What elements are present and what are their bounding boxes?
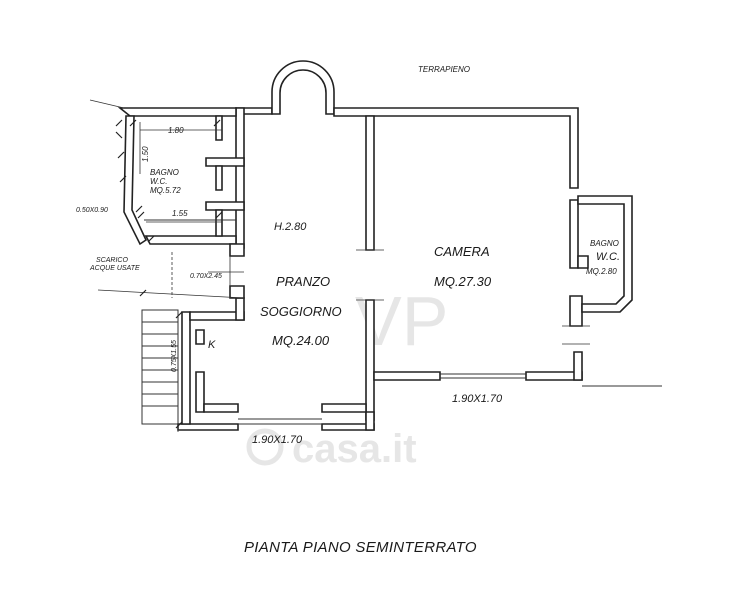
wall-bagno1-mid — [215, 165, 223, 191]
pranzo-area-label: MQ.24.00 — [272, 333, 330, 348]
labels: TERRAPIENO 1.80 1.50 BAGNO W.C. MQ.5.72 … — [76, 65, 620, 556]
wall-top-right — [333, 107, 579, 189]
wall-k-jamb2 — [195, 371, 205, 413]
wall-right-mid — [569, 295, 583, 327]
dim-leader-top — [89, 99, 125, 109]
walls — [117, 60, 633, 431]
wall-bagno1-stub-top — [215, 115, 223, 141]
dim-050-label: 0.50X0.90 — [76, 207, 108, 214]
wall-bagno1-curve — [123, 115, 148, 246]
wall-partition-upper — [365, 115, 375, 251]
wall-bagno1-mid-top — [205, 157, 245, 167]
scarico-label-1: SCARICO — [96, 257, 128, 264]
wall-right-upper — [569, 199, 579, 269]
camera-area-label: MQ.27.30 — [434, 274, 492, 289]
wall-bagno1-stub-bottom — [215, 209, 223, 237]
bagno1-name: BAGNO — [150, 168, 179, 177]
stairs — [141, 309, 179, 432]
wall-arch — [271, 60, 335, 115]
k-label: K — [208, 339, 216, 351]
stair-dim-label: 0.75X1.55 — [171, 340, 178, 372]
wall-living-door-bottom — [229, 285, 245, 299]
wall-partition-lower — [365, 299, 375, 421]
wall-pranzo-bottom-left — [177, 423, 239, 431]
dim-155-label: 1.55 — [172, 209, 188, 218]
wall-bagno1-top — [117, 107, 237, 117]
watermark-text: casa.it — [292, 427, 417, 471]
wall-k-left — [181, 311, 191, 425]
height-label: H.2.80 — [274, 221, 307, 233]
pranzo-label: PRANZO — [276, 274, 330, 289]
wall-bagno1-bottom — [144, 235, 237, 245]
windows — [144, 219, 662, 425]
scarico-label-2: ACQUE USATE — [89, 265, 140, 272]
dim-ticks — [115, 119, 223, 429]
window-right-label: 1.90X1.70 — [452, 393, 503, 405]
wall-living-door-top — [229, 243, 245, 257]
dim-070-label: 0.70X2.45 — [190, 273, 222, 280]
wall-pranzo-corner — [365, 411, 375, 431]
terrapieno-label: TERRAPIENO — [418, 65, 470, 74]
dim-150-label: 1.50 — [141, 146, 150, 162]
wall-bagno2 — [577, 195, 633, 313]
dim-180-label: 1.80 — [168, 126, 184, 135]
wall-k-inner-bottom — [203, 403, 239, 413]
wall-k-inner-bottom2 — [321, 403, 367, 413]
bagno1-wc: W.C. — [150, 177, 167, 186]
camera-label: CAMERA — [434, 244, 490, 259]
wall-k-jamb — [195, 329, 205, 345]
window-left-label: 1.90X1.70 — [252, 434, 303, 446]
wall-left-living — [235, 107, 245, 249]
watermark-icon — [246, 428, 284, 466]
soggiorno-label: SOGGIORNO — [260, 304, 342, 319]
bagno2-wc: W.C. — [596, 251, 620, 263]
plan-title: PIANTA PIANO SEMINTERRATO — [244, 539, 477, 556]
wall-camera-bottom-left — [373, 371, 441, 381]
wall-bagno2-door — [577, 255, 589, 269]
wall-bagno1-mid-bottom — [205, 201, 245, 211]
dimension-lines — [89, 99, 590, 429]
bagno2-name: BAGNO — [590, 239, 619, 248]
bagno1-area: MQ.5.72 — [150, 186, 181, 195]
wall-camera-corner — [573, 351, 583, 381]
dim-leader-bottom — [97, 289, 245, 299]
wall-k-stub — [235, 297, 245, 321]
bagno2-area: MQ.2.80 — [586, 267, 617, 276]
